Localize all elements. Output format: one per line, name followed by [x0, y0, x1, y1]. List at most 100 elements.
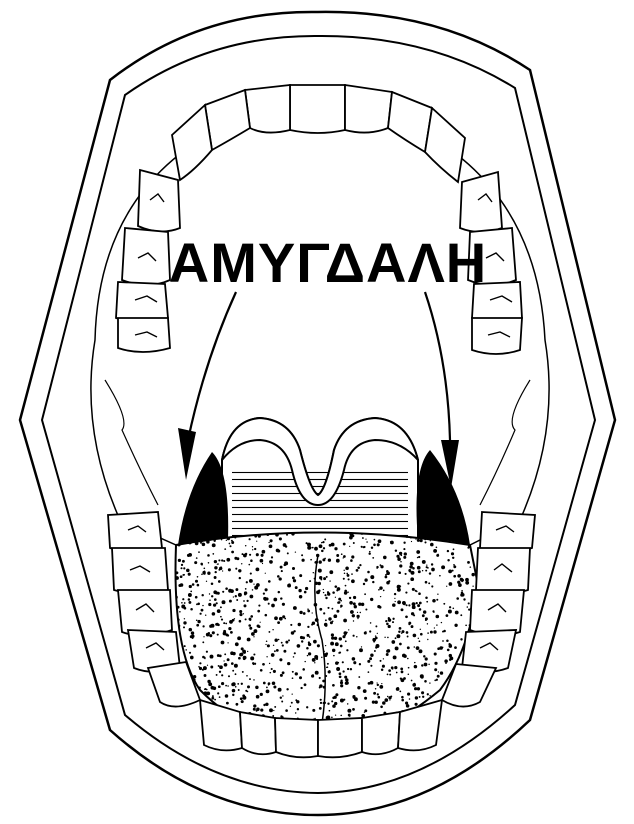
tongue-stipple-dot: [331, 543, 335, 547]
tongue-stipple-dot: [347, 709, 351, 713]
tongue-stipple-dot: [437, 675, 440, 678]
tongue-stipple-dot: [425, 570, 427, 572]
tongue-stipple-dot: [229, 543, 231, 545]
tongue-stipple-dot: [278, 688, 282, 692]
tongue-stipple-dot: [337, 602, 339, 604]
tongue-stipple-dot: [221, 539, 222, 540]
tongue-stipple-dot: [198, 551, 200, 553]
tongue-stipple-dot: [307, 610, 310, 613]
tongue-stipple-dot: [193, 645, 196, 648]
tongue-stipple-dot: [274, 638, 277, 641]
tongue-stipple-dot: [215, 571, 217, 573]
tongue-stipple-dot: [367, 660, 370, 663]
tongue-stipple-dot: [273, 645, 274, 646]
tongue-stipple-dot: [433, 549, 437, 553]
tongue-stipple-dot: [372, 581, 374, 583]
tongue-stipple-dot: [298, 589, 301, 592]
tongue-stipple-dot: [461, 592, 464, 595]
tongue-stipple-dot: [271, 668, 273, 670]
tongue-stipple-dot: [192, 638, 194, 640]
tongue-stipple-dot: [319, 544, 323, 548]
tongue-stipple-dot: [472, 586, 473, 587]
tongue-stipple-dot: [340, 684, 343, 687]
tongue-stipple-dot: [372, 557, 374, 559]
tongue-stipple-dot: [336, 667, 340, 671]
tongue-stipple-dot: [364, 697, 367, 700]
tongue-stipple-dot: [199, 662, 201, 664]
tongue-stipple-dot: [422, 570, 423, 571]
tongue-stipple-dot: [273, 685, 276, 688]
tongue-stipple-dot: [403, 556, 406, 559]
tongue-stipple-dot: [295, 586, 298, 589]
tongue-stipple-dot: [242, 650, 243, 651]
tongue-stipple-dot: [400, 561, 401, 562]
tongue-stipple-dot: [212, 695, 214, 697]
tongue-stipple-dot: [335, 585, 338, 588]
tongue-stipple-dot: [288, 639, 290, 641]
tongue-stipple-dot: [364, 593, 366, 595]
tongue-stipple-dot: [424, 680, 427, 683]
tongue-stipple-dot: [379, 685, 383, 689]
tongue-stipple-dot: [402, 654, 406, 658]
tongue-stipple-dot: [449, 606, 451, 608]
tongue-stipple-dot: [248, 624, 251, 627]
tongue-stipple-dot: [411, 625, 414, 628]
tongue-stipple-dot: [207, 572, 210, 575]
tongue-stipple-dot: [380, 596, 381, 597]
tongue-stipple-dot: [353, 635, 355, 637]
tongue-stipple-dot: [359, 648, 363, 652]
tongue-stipple-dot: [377, 684, 379, 686]
tongue-stipple-dot: [291, 702, 293, 704]
tongue-stipple-dot: [332, 608, 334, 610]
tongue-stipple-dot: [280, 715, 282, 717]
tongue-stipple-dot: [235, 642, 239, 646]
tongue-stipple-dot: [271, 604, 275, 608]
tongue-stipple-dot: [208, 682, 212, 686]
tongue-stipple-dot: [196, 619, 198, 621]
tongue-stipple-dot: [272, 681, 276, 685]
tongue-stipple-dot: [349, 546, 350, 547]
tongue-stipple-dot: [231, 683, 234, 686]
tongue-stipple-dot: [249, 678, 251, 680]
tongue-stipple-dot: [441, 622, 442, 623]
tongue-stipple-dot: [221, 682, 224, 685]
tongue-stipple-dot: [356, 615, 359, 618]
tongue-stipple-dot: [335, 661, 339, 665]
tongue-stipple-dot: [454, 624, 457, 627]
tongue-stipple-dot: [193, 675, 196, 678]
tongue-stipple-dot: [354, 697, 358, 701]
tongue-stipple-dot: [265, 614, 268, 617]
tongue-stipple-dot: [418, 570, 421, 573]
tongue-stipple-dot: [276, 649, 279, 652]
tongue-stipple-dot: [221, 619, 223, 621]
tongue-stipple-dot: [408, 604, 410, 606]
tongue-stipple-dot: [397, 588, 401, 592]
tongue-stipple-dot: [450, 657, 454, 661]
tongue-stipple-dot: [345, 585, 347, 587]
tongue-stipple-dot: [379, 586, 382, 589]
tongue-stipple-dot: [247, 638, 251, 642]
tongue-stipple-dot: [292, 677, 294, 679]
tongue-stipple-dot: [318, 569, 322, 573]
tongue-stipple-dot: [430, 543, 434, 547]
tongue-stipple-dot: [189, 585, 192, 588]
tongue-stipple-dot: [416, 602, 418, 604]
tongue-stipple-dot: [313, 640, 317, 644]
tongue-stipple-dot: [223, 622, 225, 624]
tongue-stipple-dot: [358, 676, 360, 678]
tongue-stipple-dot: [195, 580, 198, 583]
tongue-stipple-dot: [360, 612, 361, 613]
tongue-stipple-dot: [340, 645, 343, 648]
tongue-stipple-dot: [202, 625, 204, 627]
tongue-stipple-dot: [260, 669, 263, 672]
tongue-stipple-dot: [323, 589, 324, 590]
tongue-stipple-dot: [419, 539, 422, 542]
tongue-stipple-dot: [377, 693, 379, 695]
tongue-stipple-dot: [269, 708, 273, 712]
tongue-stipple-dot: [221, 641, 225, 645]
tongue-stipple-dot: [261, 554, 264, 557]
tongue-stipple-dot: [286, 688, 288, 690]
tongue-stipple-dot: [369, 630, 371, 632]
tongue-stipple-dot: [253, 704, 256, 707]
tongue-stipple-dot: [273, 670, 276, 673]
